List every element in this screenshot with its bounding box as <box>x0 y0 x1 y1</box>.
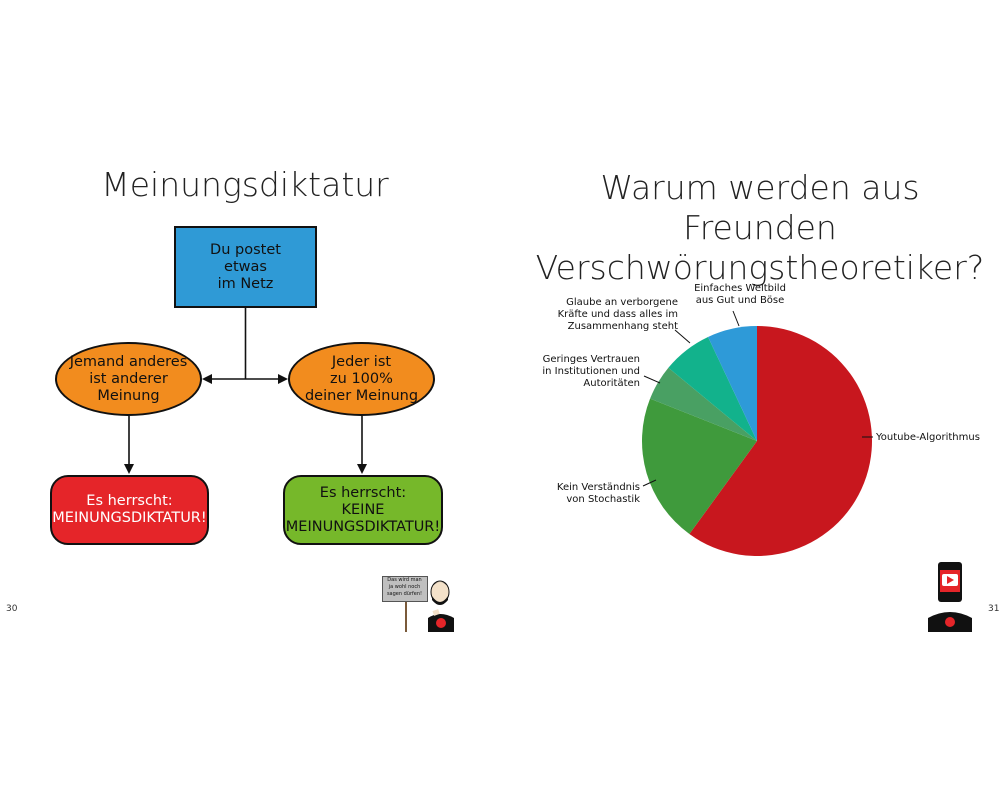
mascot-icon <box>405 580 454 632</box>
phone-head-icon <box>928 562 972 632</box>
page-number-left: 30 <box>6 604 18 614</box>
flowchart-connectors <box>124 308 367 474</box>
right-title-line-2: Verschwörungstheoretiker? <box>535 248 985 287</box>
left-page-title: Meinungsdiktatur <box>101 165 389 204</box>
pie-label-youtube: Youtube-Algorithmus <box>876 432 980 443</box>
pie-label-weltbild: Einfaches Weltbild aus Gut und Böse <box>694 283 786 306</box>
pie-slice-vertrauen <box>650 367 757 441</box>
pie-slice-weltbild <box>708 326 757 441</box>
pie-chart <box>642 310 873 556</box>
right-page-title: Warum werden aus Freunden Verschwörungst… <box>520 168 1000 288</box>
flow-result-no-dictatorship: Es herrscht: KEINE MEINUNGSDIKTATUR! <box>283 475 443 545</box>
pie-slice-stochastik <box>642 398 757 535</box>
right-title-line-1: Warum werden aus Freunden <box>600 168 920 247</box>
flow-node-post: Du postet etwas im Netz <box>174 226 317 308</box>
mascot-phone-illustration <box>926 560 974 632</box>
pie-slice-youtube <box>689 326 872 556</box>
leader-line-stochastik <box>642 479 657 487</box>
flow-node-other-opinion: Jemand anderes ist anderer Meinung <box>55 342 202 416</box>
pie-label-vertrauen: Geringes Vertrauen in Institutionen und … <box>542 354 640 389</box>
protest-sign <box>382 576 428 602</box>
leader-line-weltbild <box>732 310 740 327</box>
leader-line-kraefte <box>674 329 691 344</box>
pie-label-stochastik: Kein Verständnis von Stochastik <box>556 482 640 505</box>
flow-node-agree-opinion: Jeder ist zu 100% deiner Meinung <box>288 342 435 416</box>
mascot-sign-illustration: Das wird man ja wohl noch sagen dürfen! <box>382 572 462 632</box>
page-number-right: 31 <box>988 604 1000 614</box>
flow-result-dictatorship: Es herrscht: MEINUNGSDIKTATUR! <box>50 475 209 545</box>
pie-label-kraefte: Glaube an verborgene Kräfte und dass all… <box>557 297 678 332</box>
leader-line-vertrauen <box>643 375 661 384</box>
protest-sign-text: Das wird man ja wohl noch sagen dürfen! <box>386 577 423 597</box>
pie-slice-kraefte <box>668 336 757 441</box>
